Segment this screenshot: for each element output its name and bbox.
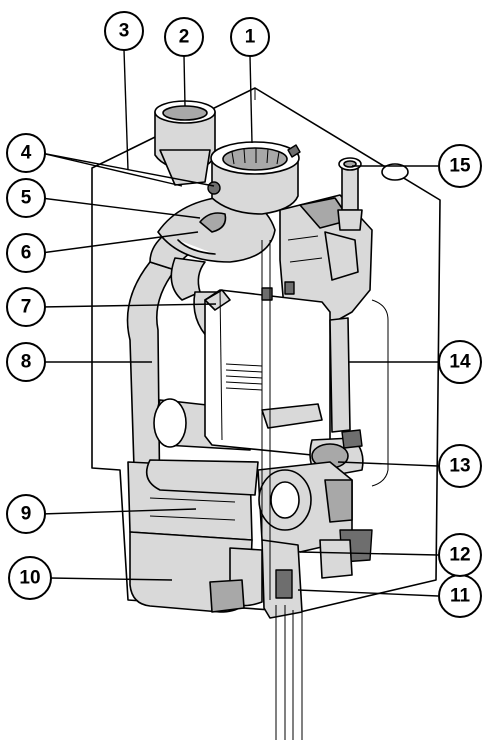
return-pipe — [329, 317, 351, 433]
callout-15: 15 — [438, 144, 482, 188]
callout-12: 12 — [438, 533, 482, 577]
callout-7-label: 7 — [21, 297, 32, 318]
callout-15-label: 15 — [449, 156, 471, 177]
callout-11: 11 — [438, 574, 482, 618]
callout-2-label: 2 — [179, 27, 190, 48]
callout-2: 2 — [164, 17, 204, 57]
callout-10-label: 10 — [19, 568, 40, 589]
leader-lines — [40, 49, 439, 597]
callout-13-label: 13 — [449, 456, 470, 477]
callout-14-label: 14 — [449, 352, 471, 373]
callout-3: 3 — [104, 11, 144, 51]
callout-11-label: 11 — [450, 586, 471, 607]
pump — [257, 403, 373, 579]
control-box — [204, 281, 331, 456]
callout-6-label: 6 — [21, 243, 32, 264]
callout-8-label: 8 — [21, 352, 32, 373]
callout-9-label: 9 — [21, 504, 32, 525]
inner-frame — [371, 299, 389, 487]
callout-5-label: 5 — [21, 188, 32, 209]
callout-6: 6 — [6, 233, 46, 273]
pressure-relief-valve — [337, 157, 409, 231]
bottom-connections — [209, 539, 303, 619]
callout-5: 5 — [6, 178, 46, 218]
bottom-pipes — [261, 240, 303, 740]
callout-9: 9 — [6, 494, 46, 534]
flue-outlet-pipe — [207, 141, 301, 215]
callout-8: 8 — [6, 342, 46, 382]
callout-14: 14 — [438, 340, 482, 384]
callout-4: 4 — [6, 133, 46, 173]
callout-10: 10 — [8, 556, 52, 600]
callout-7: 7 — [6, 287, 46, 327]
callout-3-label: 3 — [119, 21, 130, 42]
callout-12-label: 12 — [449, 545, 470, 566]
callout-13: 13 — [438, 444, 482, 488]
callout-1: 1 — [230, 17, 270, 57]
callout-1-label: 1 — [245, 27, 256, 48]
callout-4-label: 4 — [21, 143, 32, 164]
